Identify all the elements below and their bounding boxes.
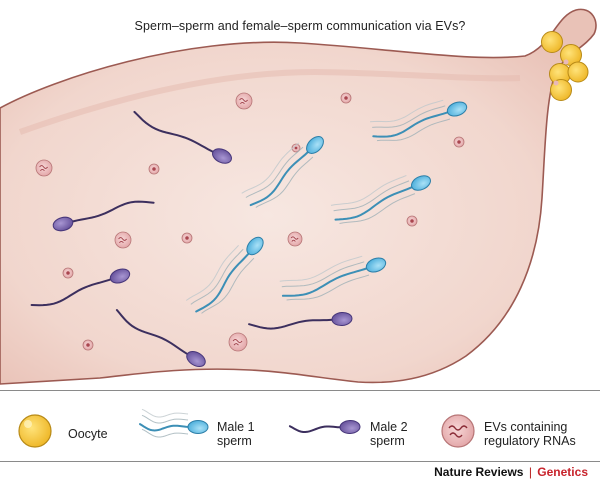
- extracellular-vesicle: [453, 136, 465, 148]
- ev-on-oocyte: [553, 80, 559, 86]
- legend: Oocyte Male 1 sperm Male 2 sperm EVs con…: [0, 390, 600, 462]
- reproductive-tract: [0, 8, 597, 385]
- legend-icons: [18, 408, 475, 448]
- extracellular-vesicle: [291, 143, 301, 153]
- legend-male1-line1: Male 1: [217, 420, 255, 434]
- extracellular-vesicle: [228, 332, 248, 352]
- legend-oocyte-icon-highlight: [24, 420, 32, 428]
- legend-oocyte-label: Oocyte: [68, 427, 108, 441]
- legend-male2-label: Male 2 sperm: [370, 420, 408, 448]
- extracellular-vesicle: [35, 159, 53, 177]
- credit-separator: |: [528, 465, 532, 479]
- oocyte: [541, 31, 563, 53]
- oocyte: [567, 61, 589, 83]
- credit-section: Genetics: [537, 465, 588, 479]
- extracellular-vesicle: [235, 92, 253, 110]
- male2-sperm: [30, 268, 131, 307]
- figure-title: Sperm–sperm and female–sperm communicati…: [134, 19, 466, 33]
- male1-sperm: [279, 255, 387, 301]
- legend-ev-line2: regulatory RNAs: [484, 434, 576, 448]
- extracellular-vesicle: [114, 231, 132, 249]
- male1-sperm: [139, 408, 209, 438]
- extracellular-vesicle: [340, 92, 352, 104]
- journal-credit: Nature Reviews | Genetics: [434, 465, 588, 479]
- male1-sperm: [185, 236, 264, 314]
- male2-sperm: [248, 311, 353, 330]
- extracellular-vesicle: [181, 232, 193, 244]
- male1-sperm: [241, 136, 324, 208]
- legend-male2-line2: sperm: [370, 434, 405, 448]
- credit-journal: Nature Reviews: [434, 465, 524, 479]
- legend-male1-line2: sperm: [217, 434, 252, 448]
- extracellular-vesicle: [148, 163, 160, 175]
- oocyte-cluster: [541, 31, 589, 101]
- legend-ev-icon: [441, 414, 475, 448]
- male2-sperm: [133, 110, 232, 164]
- male1-sperm: [330, 174, 431, 224]
- legend-ev-label: EVs containing regulatory RNAs: [484, 420, 576, 448]
- male2-sperm: [115, 309, 206, 368]
- legend-ev-line1: EVs containing: [484, 420, 568, 434]
- legend-male2-line1: Male 2: [370, 420, 408, 434]
- tract-inner-contour: [18, 68, 521, 135]
- extracellular-vesicle: [287, 231, 303, 247]
- ev-on-oocyte: [563, 59, 569, 65]
- male1-sperm: [370, 99, 468, 142]
- ev-group: [35, 92, 465, 352]
- extracellular-vesicle: [62, 267, 74, 279]
- extracellular-vesicle: [406, 215, 418, 227]
- extracellular-vesicle: [82, 339, 94, 351]
- legend-male1-label: Male 1 sperm: [217, 420, 255, 448]
- sperm-group: [30, 99, 468, 368]
- male2-sperm: [288, 419, 361, 435]
- male2-sperm: [52, 200, 155, 232]
